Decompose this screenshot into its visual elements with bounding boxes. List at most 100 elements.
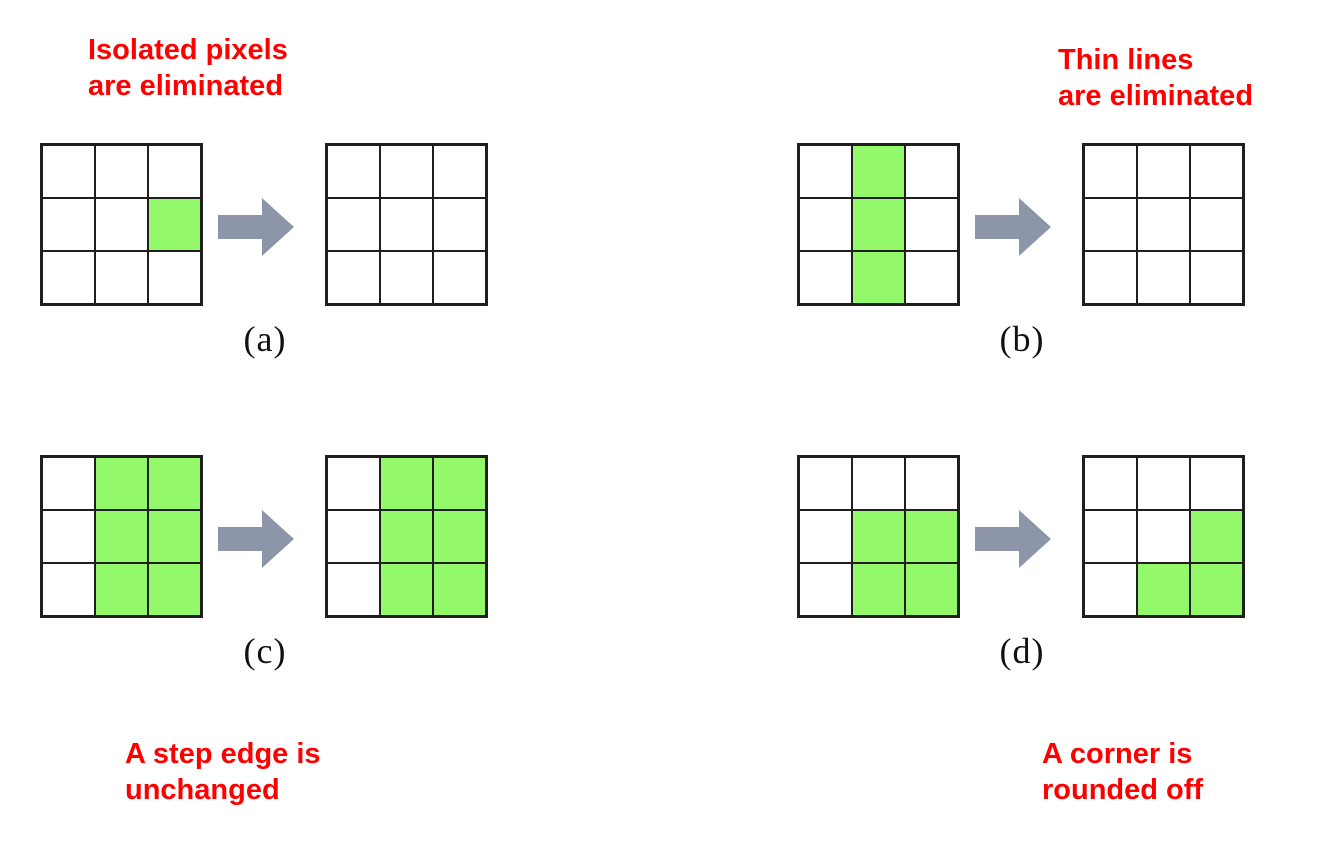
panel-caption: (a) bbox=[243, 319, 287, 359]
empty-pixel-cell bbox=[799, 251, 852, 304]
empty-pixel-cell bbox=[433, 145, 486, 198]
arrow-right-icon bbox=[975, 198, 1051, 256]
empty-pixel-cell bbox=[1084, 510, 1137, 563]
empty-pixel-cell bbox=[1190, 145, 1243, 198]
panel-caption: (b) bbox=[999, 319, 1045, 359]
filled-pixel-cell bbox=[1190, 510, 1243, 563]
annotation-line: are eliminated bbox=[88, 70, 284, 102]
filled-pixel-cell bbox=[1190, 563, 1243, 616]
empty-pixel-cell bbox=[433, 198, 486, 251]
annotation-line: Thin lines bbox=[1058, 44, 1194, 76]
pixel-grid-after bbox=[1082, 455, 1245, 618]
annotation-step-edge: A step edge is unchanged bbox=[125, 736, 321, 808]
empty-pixel-cell bbox=[148, 251, 201, 304]
empty-pixel-cell bbox=[42, 198, 95, 251]
filled-pixel-cell bbox=[95, 563, 148, 616]
empty-pixel-cell bbox=[327, 145, 380, 198]
filled-pixel-cell bbox=[433, 563, 486, 616]
filled-pixel-cell bbox=[148, 563, 201, 616]
empty-pixel-cell bbox=[1190, 198, 1243, 251]
empty-pixel-cell bbox=[852, 457, 905, 510]
filled-pixel-cell bbox=[852, 145, 905, 198]
filled-pixel-cell bbox=[380, 457, 433, 510]
annotation-line: rounded off bbox=[1042, 774, 1204, 806]
empty-pixel-cell bbox=[1084, 251, 1137, 304]
filled-pixel-cell bbox=[380, 510, 433, 563]
annotation-line: unchanged bbox=[125, 774, 280, 806]
empty-pixel-cell bbox=[1084, 198, 1137, 251]
filled-pixel-cell bbox=[433, 457, 486, 510]
empty-pixel-cell bbox=[799, 510, 852, 563]
empty-pixel-cell bbox=[327, 251, 380, 304]
empty-pixel-cell bbox=[1084, 563, 1137, 616]
empty-pixel-cell bbox=[799, 145, 852, 198]
filled-pixel-cell bbox=[148, 457, 201, 510]
filled-pixel-cell bbox=[905, 563, 958, 616]
panel-caption: (c) bbox=[243, 631, 287, 671]
annotation-isolated-pixels: Isolated pixels are eliminated bbox=[88, 32, 288, 104]
empty-pixel-cell bbox=[1137, 457, 1190, 510]
empty-pixel-cell bbox=[42, 251, 95, 304]
pixel-grid-after bbox=[325, 143, 488, 306]
empty-pixel-cell bbox=[380, 145, 433, 198]
panel-d: (d) bbox=[797, 455, 1247, 690]
empty-pixel-cell bbox=[95, 145, 148, 198]
filled-pixel-cell bbox=[1137, 563, 1190, 616]
filled-pixel-cell bbox=[852, 510, 905, 563]
empty-pixel-cell bbox=[42, 145, 95, 198]
filled-pixel-cell bbox=[905, 510, 958, 563]
arrow-right-icon bbox=[218, 198, 294, 256]
annotation-corner: A corner is rounded off bbox=[1042, 736, 1203, 808]
empty-pixel-cell bbox=[95, 198, 148, 251]
filled-pixel-cell bbox=[148, 510, 201, 563]
empty-pixel-cell bbox=[433, 251, 486, 304]
pixel-grid-before bbox=[797, 455, 960, 618]
panel-a: (a) bbox=[40, 143, 490, 378]
empty-pixel-cell bbox=[905, 457, 958, 510]
arrow-right-icon bbox=[218, 510, 294, 568]
empty-pixel-cell bbox=[1137, 198, 1190, 251]
panel-caption: (d) bbox=[999, 631, 1045, 671]
empty-pixel-cell bbox=[799, 198, 852, 251]
empty-pixel-cell bbox=[1137, 510, 1190, 563]
empty-pixel-cell bbox=[42, 457, 95, 510]
filled-pixel-cell bbox=[852, 198, 905, 251]
pixel-grid-after bbox=[325, 455, 488, 618]
pixel-grid-before bbox=[797, 143, 960, 306]
empty-pixel-cell bbox=[799, 457, 852, 510]
empty-pixel-cell bbox=[1137, 251, 1190, 304]
pixel-grid-before bbox=[40, 143, 203, 306]
annotation-line: A corner is bbox=[1042, 738, 1193, 770]
empty-pixel-cell bbox=[1084, 145, 1137, 198]
filled-pixel-cell bbox=[852, 251, 905, 304]
annotation-thin-lines: Thin lines are eliminated bbox=[1058, 42, 1253, 114]
empty-pixel-cell bbox=[327, 563, 380, 616]
empty-pixel-cell bbox=[1190, 251, 1243, 304]
empty-pixel-cell bbox=[1190, 457, 1243, 510]
empty-pixel-cell bbox=[380, 251, 433, 304]
empty-pixel-cell bbox=[380, 198, 433, 251]
empty-pixel-cell bbox=[42, 563, 95, 616]
annotation-line: Isolated pixels bbox=[88, 34, 288, 66]
annotation-line: are eliminated bbox=[1058, 80, 1254, 112]
panel-b: (b) bbox=[797, 143, 1247, 378]
empty-pixel-cell bbox=[1137, 145, 1190, 198]
filled-pixel-cell bbox=[852, 563, 905, 616]
empty-pixel-cell bbox=[905, 145, 958, 198]
filled-pixel-cell bbox=[148, 198, 201, 251]
empty-pixel-cell bbox=[905, 198, 958, 251]
filled-pixel-cell bbox=[433, 510, 486, 563]
empty-pixel-cell bbox=[42, 510, 95, 563]
filled-pixel-cell bbox=[95, 510, 148, 563]
empty-pixel-cell bbox=[1084, 457, 1137, 510]
pixel-grid-before bbox=[40, 455, 203, 618]
empty-pixel-cell bbox=[327, 457, 380, 510]
empty-pixel-cell bbox=[95, 251, 148, 304]
pixel-grid-after bbox=[1082, 143, 1245, 306]
filled-pixel-cell bbox=[95, 457, 148, 510]
filled-pixel-cell bbox=[380, 563, 433, 616]
empty-pixel-cell bbox=[905, 251, 958, 304]
panel-c: (c) bbox=[40, 455, 490, 690]
empty-pixel-cell bbox=[148, 145, 201, 198]
